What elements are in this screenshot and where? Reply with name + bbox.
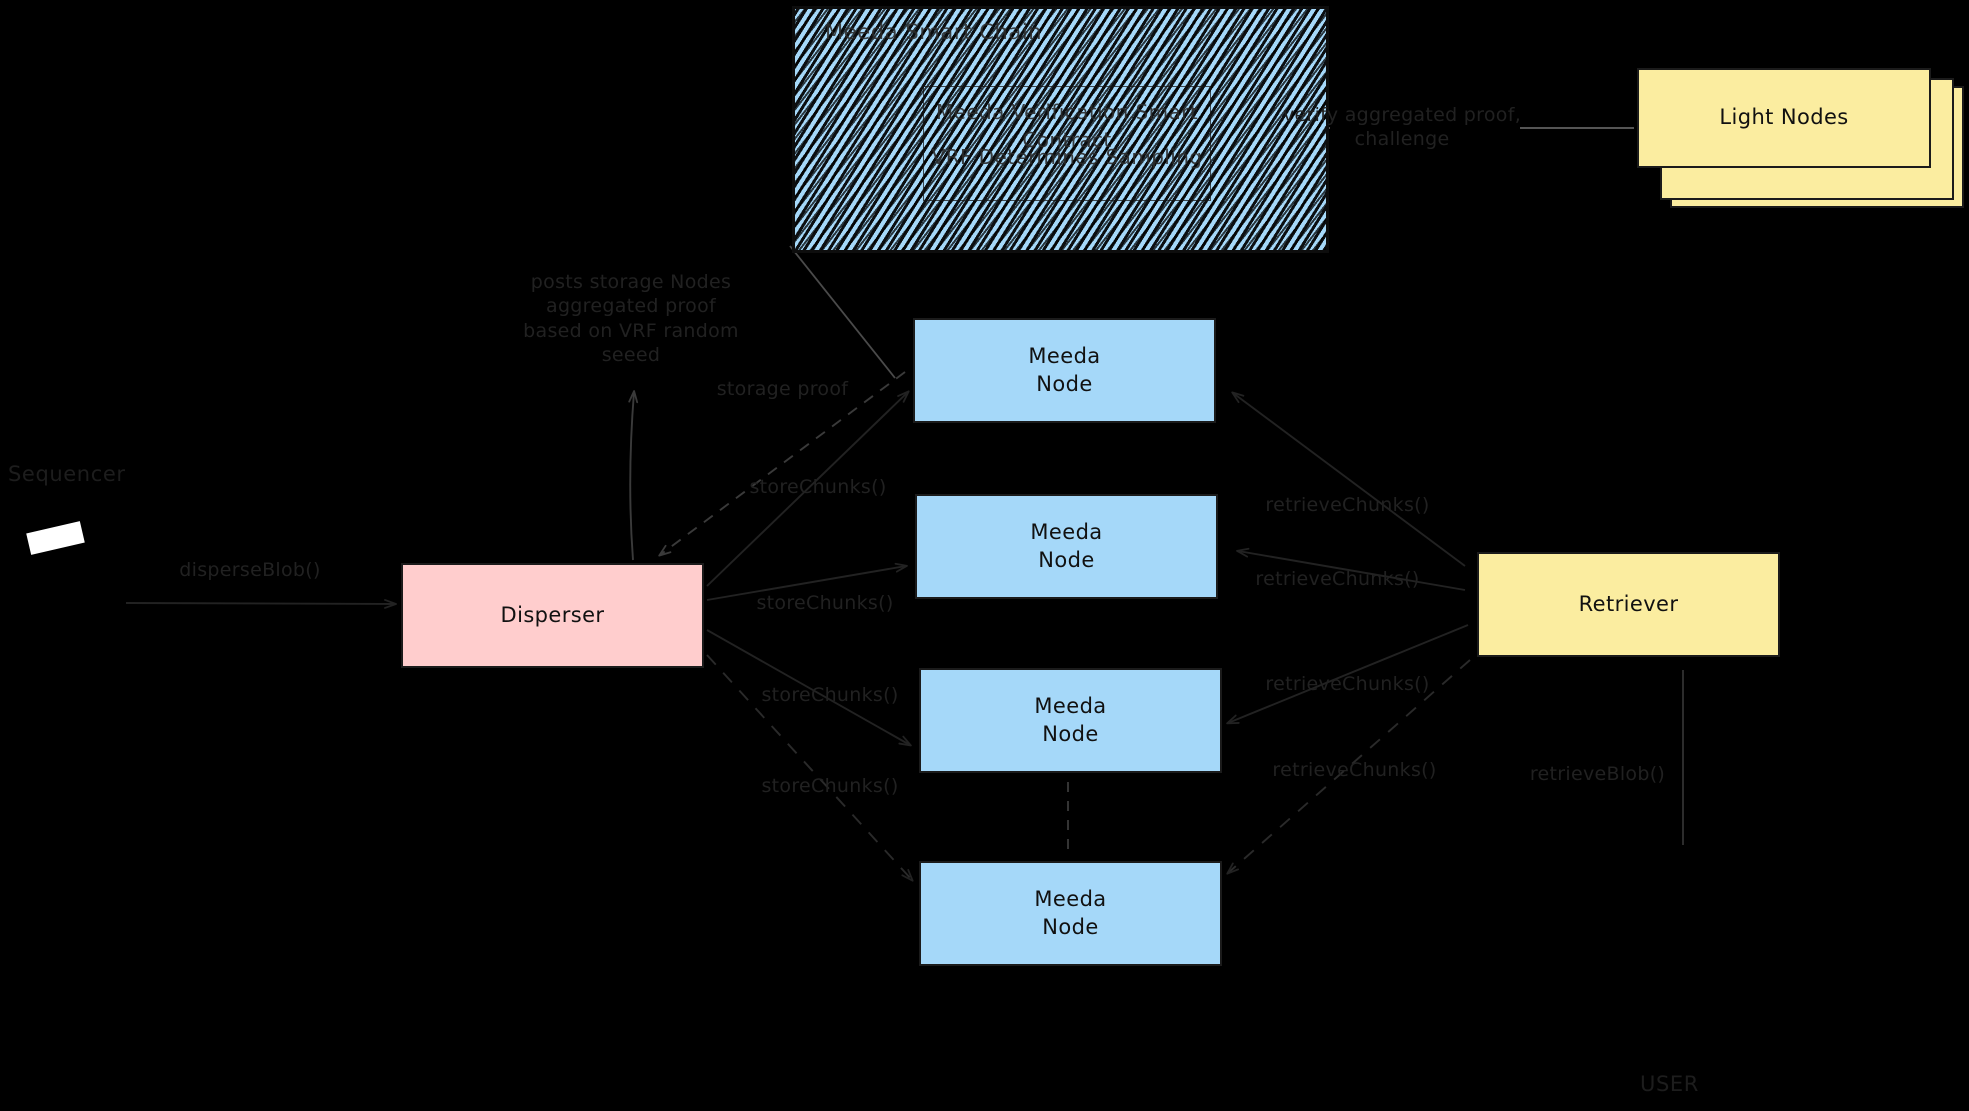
- edge-store-chunks-3: [706, 629, 912, 747]
- edge-retrieve-chunks-2: [1236, 547, 1466, 591]
- edge-label-retrieve-chunks-1: retrieveChunks(): [1265, 494, 1430, 516]
- meeda-verification-contract-box[interactable]: [923, 86, 1211, 201]
- edge-label-posts-proof: posts storage Nodes aggregated proof bas…: [523, 271, 739, 366]
- meeda-smart-chain-box[interactable]: [792, 6, 1329, 253]
- edge-label-retrieve-chunks-3: retrieveChunks(): [1265, 673, 1430, 695]
- user-label: USER: [1640, 1072, 1699, 1096]
- edge-store-chunks-1: [706, 390, 910, 587]
- meeda-node-2-box[interactable]: Meeda Node: [915, 494, 1218, 599]
- edge-storage-proof: [658, 245, 906, 557]
- meeda-node-4-box[interactable]: Meeda Node: [919, 861, 1222, 966]
- meeda-smart-chain-title: Meeda Smart Chain: [825, 20, 1043, 44]
- retriever-label: Retriever: [1578, 591, 1679, 616]
- edge-store-chunks-2: [706, 562, 908, 601]
- meeda-node-3-label: Meeda Node: [1034, 694, 1107, 746]
- meeda-node-2-label: Meeda Node: [1030, 520, 1103, 572]
- edge-store-chunks-4: [706, 654, 914, 882]
- edge-posts-proof: [628, 390, 639, 561]
- light-nodes-label: Light Nodes: [1719, 105, 1849, 130]
- sequencer-icon: [26, 521, 85, 555]
- meeda-node-1-box[interactable]: Meeda Node: [913, 318, 1216, 423]
- edge-label-store-chunks-1: storeChunks(): [749, 476, 887, 498]
- edge-retrieve-chunks-1: [1231, 391, 1466, 567]
- retriever-box[interactable]: Retriever: [1477, 552, 1780, 657]
- edge-label-store-chunks-4: storeChunks(): [761, 775, 899, 797]
- disperser-label: Disperser: [500, 602, 605, 627]
- edge-label-store-chunks-2: storeChunks(): [756, 592, 894, 614]
- disperser-box[interactable]: Disperser: [401, 563, 704, 668]
- edge-label-store-chunks-3: storeChunks(): [761, 684, 899, 706]
- vrf-determines-sampling-label: VRF Determines Sampling: [931, 145, 1203, 169]
- edge-retrieve-chunks-4: [1226, 659, 1471, 875]
- meeda-verification-contract-title: Meeda Verification Smart Contract: [935, 100, 1198, 153]
- edge-label-retrieve-chunks-2: retrieveChunks(): [1255, 568, 1420, 590]
- meeda-node-3-box[interactable]: Meeda Node: [919, 668, 1222, 773]
- light-nodes-box[interactable]: Light Nodes: [1637, 68, 1931, 168]
- edge-label-retrieve-chunks-4: retrieveChunks(): [1272, 759, 1437, 781]
- edge-retrieve-chunks-3: [1226, 624, 1469, 725]
- meeda-node-4-label: Meeda Node: [1034, 887, 1107, 939]
- edge-label-storage-proof: storage proof: [716, 378, 849, 400]
- edge-disperse-blob: [125, 599, 397, 609]
- edge-label-retrieve-blob: retrieveBlob(): [1529, 763, 1666, 785]
- sequencer-label: Sequencer: [8, 462, 126, 486]
- meeda-node-1-label: Meeda Node: [1028, 344, 1101, 396]
- edge-label-disperse-blob: disperseBlob(): [179, 559, 321, 581]
